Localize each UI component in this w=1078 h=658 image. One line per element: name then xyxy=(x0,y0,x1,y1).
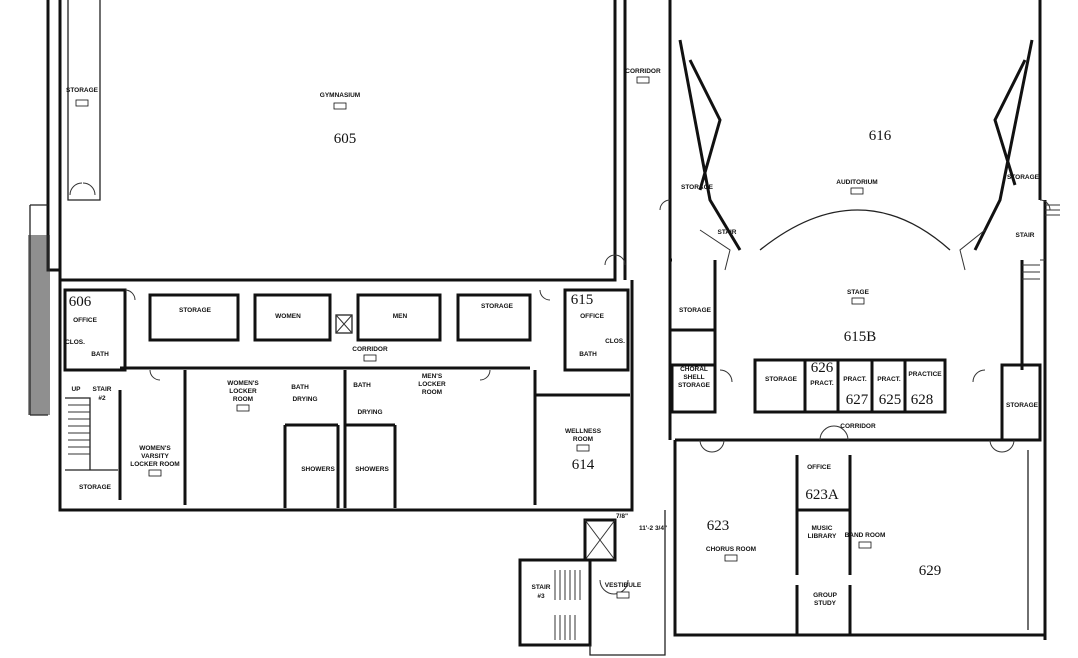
label-music-library-1: MUSIC xyxy=(812,525,833,532)
label-chorus-room: CHORUS ROOM xyxy=(706,546,756,553)
stair-2-treads xyxy=(68,404,90,455)
room-number-615: 615 xyxy=(571,292,594,308)
label-stair-right: STAIR xyxy=(1015,232,1034,239)
room-code-box xyxy=(636,76,650,84)
label-up: UP xyxy=(71,386,81,393)
label-womens-locker-3: ROOM xyxy=(233,396,253,403)
label-bath-right: BATH xyxy=(579,351,597,358)
label-stair-2: STAIR xyxy=(92,386,111,393)
label-storage-605a: STORAGE xyxy=(66,87,99,94)
label-storage-624: STORAGE xyxy=(765,376,798,383)
label-clos-left: CLOS. xyxy=(65,339,85,346)
room-number-623a: 623A xyxy=(805,487,839,503)
room-code-box xyxy=(148,469,162,477)
label-office-615: OFFICE xyxy=(580,313,604,320)
label-office-623a: OFFICE xyxy=(807,464,831,471)
label-pract-625: PRACT. xyxy=(877,376,901,383)
room-number-625: 625 xyxy=(879,392,902,408)
room-number-627: 627 xyxy=(846,392,869,408)
label-drying-women: DRYING xyxy=(292,396,317,403)
label-mens-locker-1: MEN'S xyxy=(422,373,443,380)
label-mens-locker-2: LOCKER xyxy=(418,381,446,388)
room-code-box xyxy=(724,554,738,562)
room-code-box xyxy=(851,297,865,305)
label-wellness-1: WELLNESS xyxy=(565,428,602,435)
label-storage-stair: STORAGE xyxy=(79,484,112,491)
label-mens-locker-3: ROOM xyxy=(422,389,442,396)
label-clos-right: CLOS. xyxy=(605,338,625,345)
label-storage-609: STORAGE xyxy=(179,307,212,314)
room-number-606: 606 xyxy=(69,294,92,310)
doors xyxy=(69,182,1051,595)
label-corridor-music: CORRIDOR xyxy=(840,423,876,430)
label-bath-women-locker: BATH xyxy=(291,384,309,391)
label-wellness-2: ROOM xyxy=(573,436,593,443)
label-group-study-1: GROUP xyxy=(813,592,838,599)
room-labels: STORAGE GYMNASIUM 605 CORRIDOR 616 AUDIT… xyxy=(65,68,1040,607)
label-stair-left: STAIR xyxy=(717,229,736,236)
label-corridor-main: CORRIDOR xyxy=(352,346,388,353)
label-storage-620: STORAGE xyxy=(1007,174,1040,181)
room-number-629: 629 xyxy=(919,563,942,579)
label-choral-1: CHORAL xyxy=(680,366,708,373)
walls xyxy=(28,0,1060,656)
label-music-library-2: LIBRARY xyxy=(808,533,837,540)
label-womens-locker-2: LOCKER xyxy=(229,388,257,395)
room-code-box xyxy=(858,541,872,549)
label-storage-617: STORAGE xyxy=(681,184,714,191)
room-code-box xyxy=(333,102,347,110)
label-showers-women: SHOWERS xyxy=(301,466,335,473)
room-code-box xyxy=(576,444,590,452)
label-stair-3-number: #3 xyxy=(537,593,545,600)
room-number-605: 605 xyxy=(334,131,357,147)
label-storage-631: STORAGE xyxy=(1006,402,1039,409)
label-storage-630: STORAGE xyxy=(679,307,712,314)
label-bath-left: BATH xyxy=(91,351,109,358)
label-varsity-3: LOCKER ROOM xyxy=(130,461,179,468)
label-choral-3: STORAGE xyxy=(678,382,711,389)
label-pract-626: PRACT. xyxy=(810,380,834,387)
label-corridor-top: CORRIDOR xyxy=(625,68,661,75)
room-number-626: 626 xyxy=(811,360,834,376)
label-varsity-2: VARSITY xyxy=(141,453,169,460)
room-code-box xyxy=(850,187,864,195)
room-code-box xyxy=(75,99,89,107)
bleacher-grid xyxy=(28,235,50,415)
label-vestibule: VESTIBULE xyxy=(605,582,642,589)
label-practice-628: PRACTICE xyxy=(908,371,942,378)
room-number-615b: 615B xyxy=(844,329,877,345)
dimension-label-1: 7/8" xyxy=(616,513,628,520)
label-storage-612: STORAGE xyxy=(481,303,514,310)
label-showers-men: SHOWERS xyxy=(355,466,389,473)
dimension-label-2: 11'-2 3/4" xyxy=(639,525,667,532)
label-group-study-2: STUDY xyxy=(814,600,837,607)
label-choral-2: SHELL xyxy=(683,374,704,381)
label-band-room: BAND ROOM xyxy=(845,532,886,539)
label-stage: STAGE xyxy=(847,289,870,296)
room-code-box xyxy=(363,354,377,362)
room-number-628: 628 xyxy=(911,392,934,408)
label-pract-627: PRACT. xyxy=(843,376,867,383)
room-number-623: 623 xyxy=(707,518,730,534)
label-drying-men: DRYING xyxy=(357,409,382,416)
label-men: MEN xyxy=(393,313,408,320)
label-office-606: OFFICE xyxy=(73,317,97,324)
label-gymnasium: GYMNASIUM xyxy=(320,92,360,99)
label-varsity-1: WOMEN'S xyxy=(139,445,171,452)
label-auditorium: AUDITORIUM xyxy=(836,179,877,186)
stair-right-treads xyxy=(1022,204,1060,280)
room-code-box xyxy=(236,404,250,412)
label-bath-men-locker: BATH xyxy=(353,382,371,389)
room-number-614: 614 xyxy=(572,457,595,473)
stair-3-treads xyxy=(554,570,581,640)
label-stair-3: STAIR xyxy=(531,584,550,591)
label-womens-locker-1: WOMEN'S xyxy=(227,380,259,387)
room-number-616: 616 xyxy=(869,128,892,144)
label-stair-2-number: #2 xyxy=(98,395,106,402)
label-women: WOMEN xyxy=(275,313,301,320)
room-code-box xyxy=(616,591,630,599)
